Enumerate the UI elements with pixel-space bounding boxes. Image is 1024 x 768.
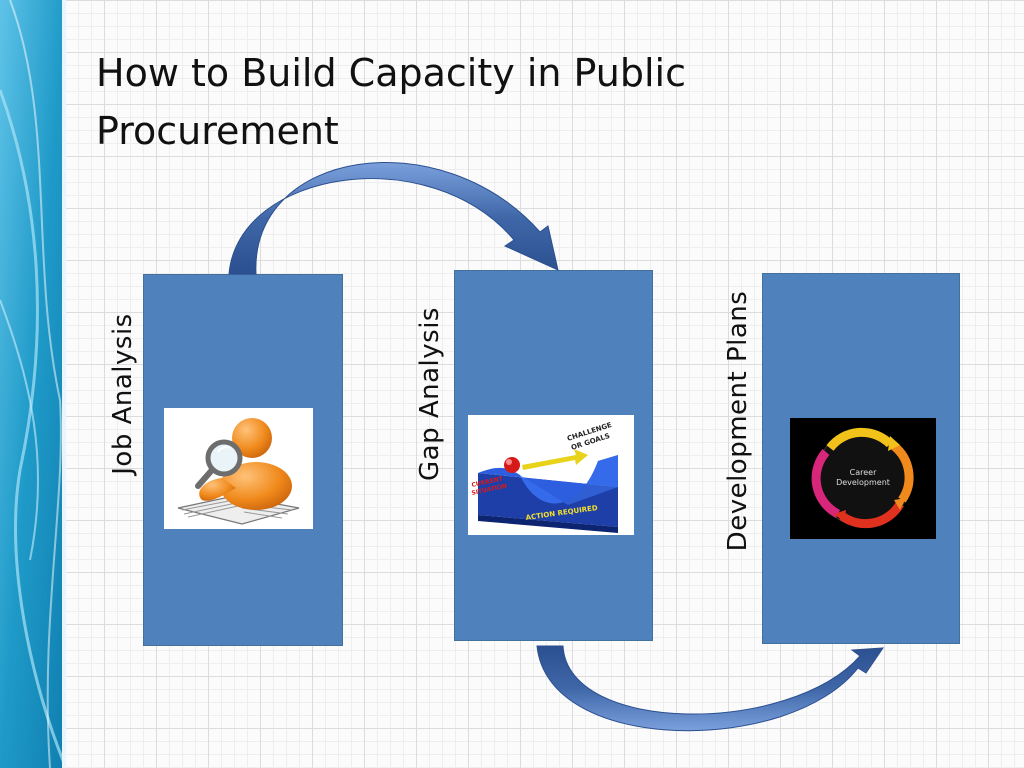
gap-analysis-image: CHALLENGE OR GOALS CURRENT SITUATION ACT… xyxy=(468,415,634,535)
career-text: Career xyxy=(850,468,877,477)
decorative-side-band xyxy=(0,0,66,768)
development-text: Development xyxy=(836,478,890,487)
slide-title: How to Build Capacity in Public Procurem… xyxy=(96,51,687,153)
gap-diagram-icon: CHALLENGE OR GOALS CURRENT SITUATION ACT… xyxy=(471,421,618,533)
person-reading-icon xyxy=(177,418,300,525)
job-analysis-image xyxy=(164,408,313,529)
bottom-curved-arrow xyxy=(536,645,884,732)
top-curved-arrow xyxy=(228,162,559,275)
career-cycle-icon: Career Development xyxy=(790,418,936,539)
development-plans-image: Career Development xyxy=(790,418,936,539)
